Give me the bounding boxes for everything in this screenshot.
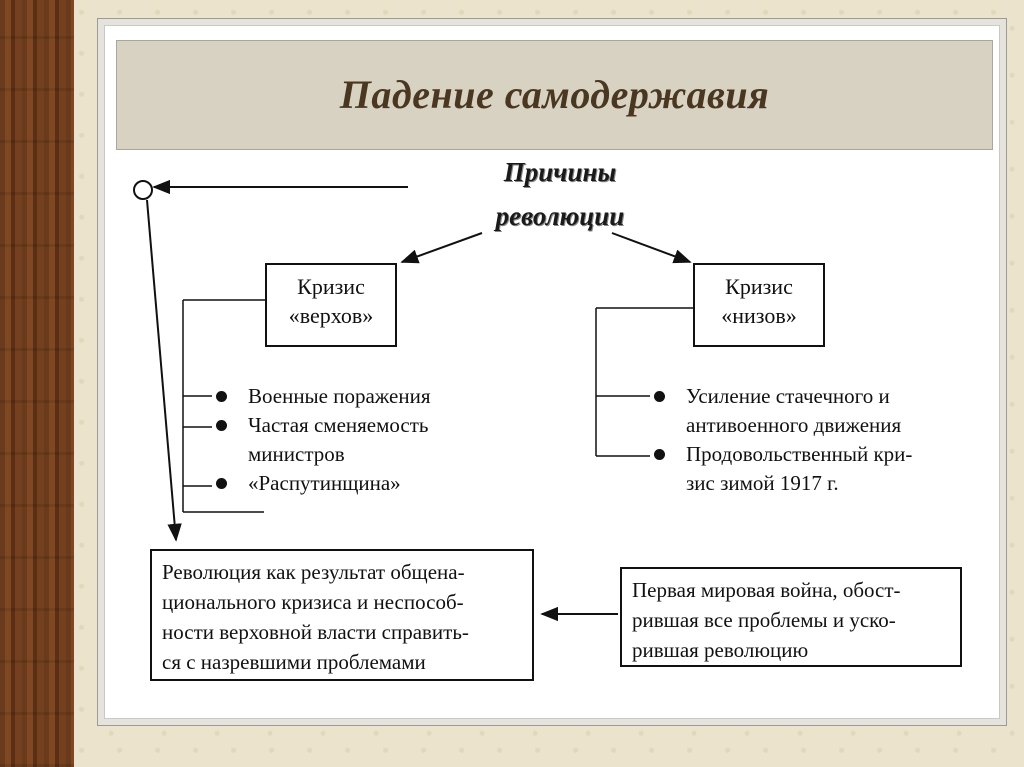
crisis-top-line1: Кризис <box>297 274 365 299</box>
list-item: Усиление стачечного и антивоенного движе… <box>654 382 984 440</box>
list-item-text: министров <box>248 442 345 466</box>
bullet-icon <box>654 449 665 460</box>
war-box: Первая мировая война, обост- рившая все … <box>620 567 962 667</box>
list-item-text: Усиление стачечного и <box>686 384 890 408</box>
list-item-text: Продовольственный кри- <box>686 442 913 466</box>
list-item: Продовольственный кри- зис зимой 1917 г. <box>654 440 984 498</box>
causes-heading: Причины революции <box>470 150 650 238</box>
bullet-icon <box>654 391 665 402</box>
causes-heading-line1: Причины <box>503 157 617 187</box>
causes-heading-line2: революции <box>495 201 625 231</box>
crisis-top-box: Кризис «верхов» <box>265 263 397 347</box>
bullet-icon <box>216 420 227 431</box>
connector-circle <box>133 180 153 200</box>
result-line: ности верховной власти справить- <box>162 620 469 644</box>
list-item-text: Частая сменяемость <box>248 413 429 437</box>
bottom-crisis-list: Усиление стачечного и антивоенного движе… <box>654 382 984 498</box>
slide-title: Падение самодержавия <box>339 72 770 117</box>
result-line: ционального кризиса и неспособ- <box>162 590 464 614</box>
crisis-bottom-line2: «низов» <box>721 303 797 328</box>
list-item-text: антивоенного движения <box>686 413 902 437</box>
result-box: Революция как результат общена- циональн… <box>150 549 534 681</box>
arrow-to-result-box <box>146 199 182 542</box>
list-item-text: Военные поражения <box>248 384 431 408</box>
result-line: Революция как результат общена- <box>162 560 465 584</box>
list-item: Военные поражения <box>216 382 516 411</box>
list-item-text: «Распутинщина» <box>248 471 401 495</box>
crisis-top-line2: «верхов» <box>288 303 374 328</box>
list-item-text: зис зимой 1917 г. <box>686 471 839 495</box>
war-line: рившая революцию <box>632 638 809 662</box>
title-bar: Падение самодержавия <box>116 40 993 150</box>
bullet-icon <box>216 478 227 489</box>
result-line: ся с назревшими проблемами <box>162 650 426 674</box>
war-line: Первая мировая война, обост- <box>632 578 901 602</box>
arrow-to-crisis-bottom <box>611 232 692 264</box>
list-item: Частая сменяемость министров <box>216 411 516 469</box>
war-line: рившая все проблемы и уско- <box>632 608 896 632</box>
wood-border <box>0 0 74 767</box>
arrow-to-crisis-top <box>400 232 483 264</box>
list-item: «Распутинщина» <box>216 469 516 498</box>
crisis-bottom-line1: Кризис <box>725 274 793 299</box>
bullet-icon <box>216 391 227 402</box>
crisis-bottom-box: Кризис «низов» <box>693 263 825 347</box>
top-crisis-list: Военные поражения Частая сменяемость мин… <box>216 382 516 498</box>
